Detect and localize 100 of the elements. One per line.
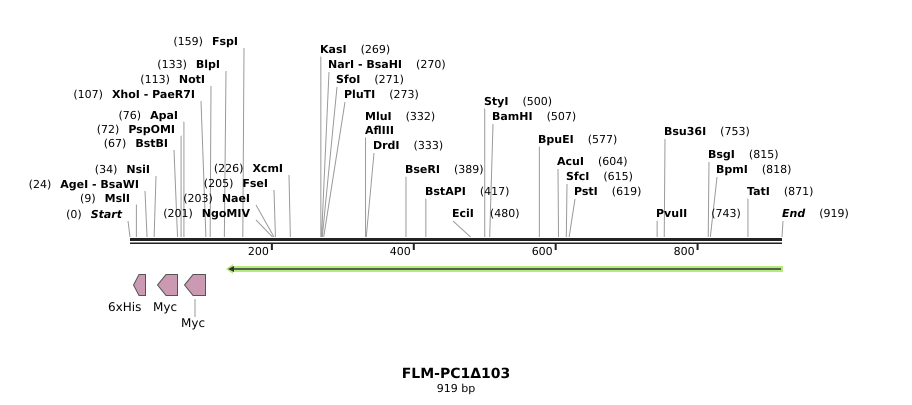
leader-line — [174, 150, 178, 238]
scale-number: 400 — [390, 245, 411, 258]
enzyme-name: AflIII — [365, 124, 394, 137]
leader-line — [321, 72, 330, 238]
leader-line — [180, 136, 182, 238]
site-position: (76) — [118, 109, 142, 122]
enzyme-name: PspOMI — [128, 123, 175, 136]
site-position: (72) — [96, 123, 120, 136]
enzyme-name: BsgI — [708, 148, 735, 161]
site-position: (203) — [183, 192, 213, 205]
enzyme-name: FseI — [242, 177, 268, 190]
enzyme-name: DrdI — [373, 139, 400, 152]
leader-line — [136, 204, 137, 238]
site-position: (0) — [66, 208, 82, 221]
site-position: (67) — [104, 137, 126, 150]
site-position: (815) — [748, 148, 778, 161]
leader-line — [288, 174, 291, 238]
enzyme-name: PstI — [574, 185, 598, 198]
enzyme-name: PvuII — [656, 207, 688, 220]
enzyme-name: BpmI — [716, 163, 748, 176]
leader-line — [144, 190, 148, 238]
site-position: (871) — [784, 185, 814, 198]
leader-line — [365, 138, 366, 238]
enzyme-name: MluI — [365, 110, 392, 123]
site-position: (615) — [603, 170, 633, 183]
leader-line — [274, 190, 276, 238]
site-position: (480) — [490, 207, 520, 220]
diagram-title: FLM-PC1Δ103 — [400, 366, 512, 382]
leader-line — [200, 100, 206, 238]
leader-line — [256, 220, 274, 238]
leader-line — [710, 176, 718, 238]
site-position: (24) — [28, 178, 52, 191]
leader-line — [154, 176, 156, 238]
enzyme-name: SfcI — [566, 170, 590, 183]
leader-line — [242, 48, 244, 238]
leader-line — [194, 298, 196, 318]
site-position: (34) — [94, 163, 118, 176]
site-position: (9) — [80, 192, 96, 205]
site-position: (269) — [360, 43, 390, 56]
site-position: (604) — [598, 155, 628, 168]
site-position: (619) — [612, 185, 642, 198]
enzyme-name: FspI — [212, 35, 238, 48]
leader-line — [452, 220, 472, 238]
enzyme-name: PluTI — [344, 88, 376, 101]
enzyme-name: NotI — [178, 73, 205, 86]
scale-number: 200 — [248, 245, 269, 258]
site-position: (159) — [173, 35, 203, 48]
enzyme-name: BseRI — [405, 163, 440, 176]
site-position: (389) — [454, 163, 484, 176]
leader-line — [183, 122, 184, 238]
leader-line — [747, 198, 748, 238]
enzyme-name: BstBI — [135, 137, 168, 150]
site-position: (205) — [204, 177, 234, 190]
leader-line — [224, 70, 226, 238]
enzyme-name: BlpI — [196, 58, 220, 71]
site-position: (577) — [588, 133, 618, 146]
leader-line — [538, 146, 540, 238]
enzyme-name: ApaI — [150, 109, 178, 122]
enzyme-name: BpuEI — [538, 133, 574, 146]
site-position: (332) — [406, 110, 436, 123]
feature-label: Myc — [153, 300, 178, 314]
scale-number: 800 — [674, 245, 695, 258]
leader-line — [558, 168, 560, 238]
leader-line — [566, 184, 568, 238]
scale-number: 600 — [532, 245, 553, 258]
leader-line — [128, 220, 130, 238]
leader-line — [782, 220, 784, 238]
site-position: (507) — [546, 110, 576, 123]
site-position: (201) — [163, 207, 193, 220]
leader-line — [484, 108, 486, 238]
enzyme-name: End — [782, 207, 806, 220]
enzyme-name: Bsu36I — [664, 125, 706, 138]
site-position: (271) — [374, 73, 404, 86]
enzyme-name: NaeI — [222, 192, 250, 205]
site-position: (133) — [157, 58, 187, 71]
site-position: (500) — [522, 95, 552, 108]
leader-line — [256, 204, 275, 238]
enzyme-name: NsiI — [126, 163, 150, 176]
site-position: (818) — [762, 163, 792, 176]
leader-line — [568, 198, 576, 238]
site-position: (270) — [416, 58, 446, 71]
leader-line — [323, 102, 346, 238]
sequence-length: 919 bp — [436, 382, 476, 395]
site-position: (333) — [414, 139, 444, 152]
enzyme-name: KasI — [320, 43, 347, 56]
leader-line — [320, 56, 322, 238]
enzyme-name: StyI — [484, 95, 508, 108]
leader-line — [425, 198, 426, 238]
site-position: (107) — [73, 88, 103, 101]
site-position: (919) — [819, 207, 849, 220]
leader-line — [656, 220, 658, 238]
enzyme-name: BstAPI — [425, 185, 466, 198]
enzyme-name: NgoMIV — [202, 207, 250, 220]
enzyme-name: BamHI — [492, 110, 533, 123]
enzyme-name: XcmI — [252, 162, 283, 175]
enzyme-name: AcuI — [557, 155, 584, 168]
feature-label: 6xHis — [108, 300, 142, 314]
enzyme-name: XhoI - PaeR7I — [112, 88, 195, 101]
feature-label: Myc — [181, 316, 206, 330]
leader-line — [405, 176, 406, 238]
